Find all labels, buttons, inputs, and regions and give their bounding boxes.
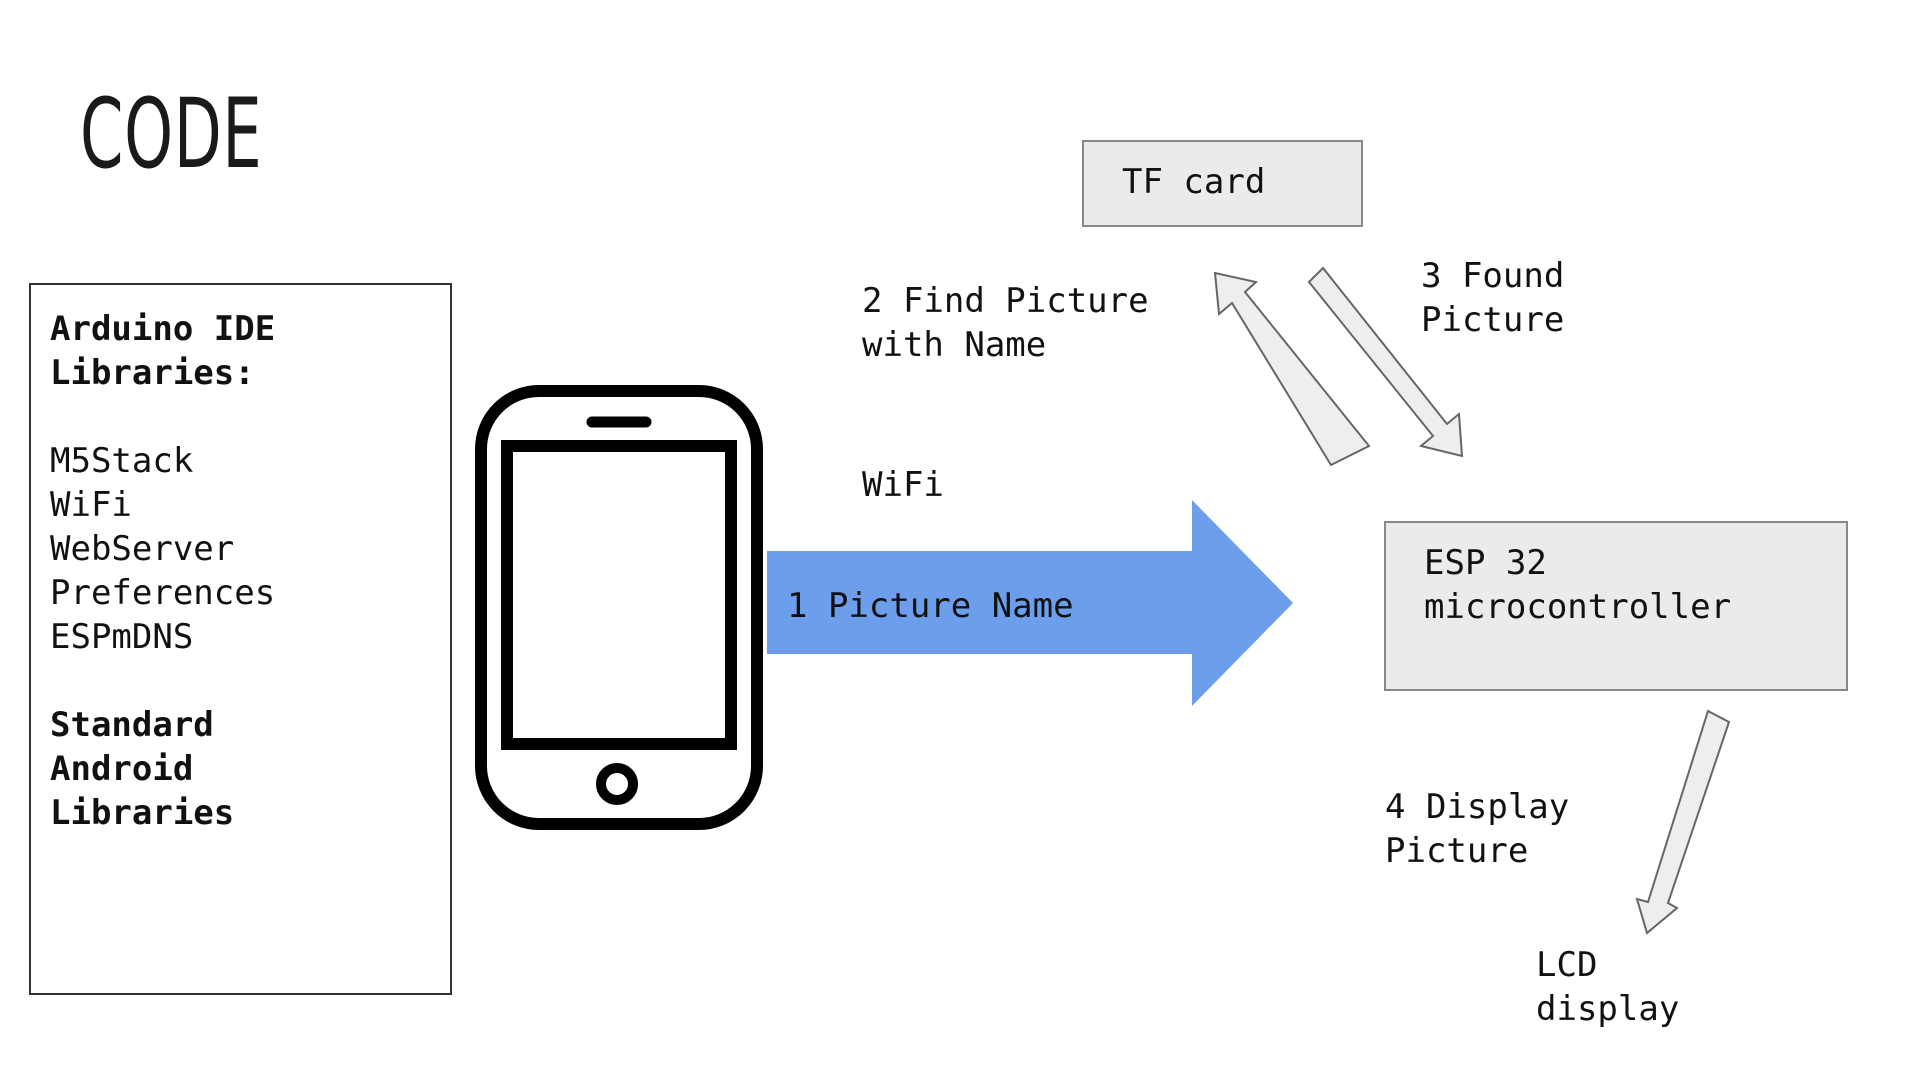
step-1-label: 1 Picture Name <box>787 586 1074 626</box>
step-3-label: 3 Found Picture <box>1421 256 1565 340</box>
find-picture-arrow <box>1213 271 1371 467</box>
libraries-list: M5Stack WiFi WebServer Preferences ESPmD… <box>50 439 450 659</box>
library-item: WiFi <box>50 485 132 525</box>
esp32-box: ESP 32 microcontroller <box>1384 521 1848 691</box>
smartphone-icon <box>475 385 763 830</box>
main-flow-arrow <box>767 500 1293 706</box>
library-item: ESPmDNS <box>50 617 194 657</box>
tf-card-box: TF card <box>1082 140 1363 227</box>
lcd-display-label: LCD display <box>1536 945 1680 1029</box>
libraries-heading: Arduino IDE Libraries: <box>50 309 276 393</box>
wifi-label: WiFi <box>862 465 944 505</box>
library-item: Preferences <box>50 573 276 613</box>
library-item: WebServer <box>50 529 235 569</box>
display-picture-arrow <box>1635 709 1731 935</box>
step-4-label: 4 Display Picture <box>1385 787 1570 871</box>
libraries-footer: Standard Android Libraries <box>50 705 235 833</box>
found-picture-arrow <box>1307 266 1464 458</box>
library-item: M5Stack <box>50 441 194 481</box>
slide-title: CODE <box>80 78 263 190</box>
libraries-box: Arduino IDE Libraries: M5Stack WiFi WebS… <box>29 283 452 995</box>
step-2-label: 2 Find Picture with Name <box>862 281 1149 365</box>
